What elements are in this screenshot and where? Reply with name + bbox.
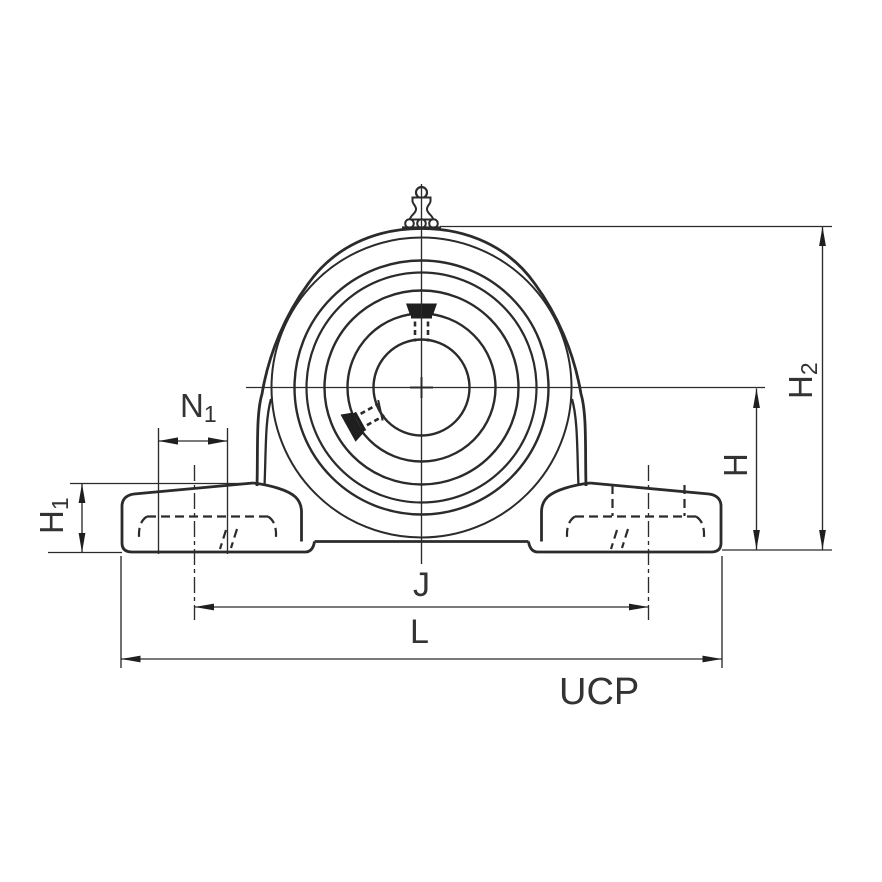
left-slot-inner-mark-2 <box>229 528 239 549</box>
right-foot-profile <box>527 481 723 554</box>
left-slot-left-end <box>137 515 148 539</box>
label-h2: H2 <box>782 362 822 399</box>
label-series-ucp: UCP <box>559 671 639 713</box>
label-h1: H1 <box>33 497 73 534</box>
dimension-l: L <box>120 556 723 668</box>
dimension-j: J <box>194 566 649 611</box>
h-arrow-top <box>753 388 760 408</box>
right-slot-inner-mark-1 <box>609 529 619 550</box>
left-bolt-slot-hidden <box>137 515 278 550</box>
set-screw-angled-collar <box>352 411 367 432</box>
dimension-h: H <box>717 388 760 550</box>
dimension-n1: N1 <box>157 387 229 554</box>
right-slot-left-end <box>565 515 576 540</box>
left-foot-inner-edge <box>252 481 303 542</box>
dimension-h1: H1 <box>33 482 250 554</box>
dimension-h2: H2 <box>440 225 832 551</box>
right-foot-inner-edge <box>540 481 591 542</box>
n1-arrow-right <box>208 437 228 445</box>
set-screw-angled-end-tick <box>377 399 384 421</box>
left-slot-inner-mark-1 <box>218 529 228 550</box>
j-arrow-left <box>194 603 214 611</box>
right-slot-right-end <box>695 515 706 539</box>
left-slot-right-end <box>267 515 278 540</box>
label-j: J <box>413 566 430 604</box>
h1-arrow-top <box>78 483 86 503</box>
label-n1: N1 <box>180 387 217 427</box>
set-screw-angled-head <box>340 412 364 442</box>
housing-inner-wall-left <box>263 398 273 487</box>
h2-arrow-top <box>819 226 826 246</box>
l-arrow-left <box>121 655 141 663</box>
label-l: L <box>410 613 429 651</box>
housing-inner-wall-right <box>570 398 580 487</box>
l-arrow-right <box>702 655 722 663</box>
centerlines <box>193 184 765 620</box>
set-screw-angled-thread-right <box>359 402 379 415</box>
label-h: H <box>717 453 754 477</box>
set-screw-angled <box>340 399 386 442</box>
set-screw-top <box>406 303 437 342</box>
right-slot-inner-mark-2 <box>620 528 630 549</box>
n1-arrow-left <box>158 437 178 445</box>
h-arrow-bottom <box>753 530 760 550</box>
right-bolt-slot-hidden <box>565 485 706 550</box>
left-foot-profile <box>120 481 316 554</box>
j-arrow-right <box>629 603 649 611</box>
h1-arrow-bottom <box>78 533 86 553</box>
set-screw-angled-thread-left <box>366 414 386 427</box>
h2-arrow-bottom <box>819 530 826 550</box>
